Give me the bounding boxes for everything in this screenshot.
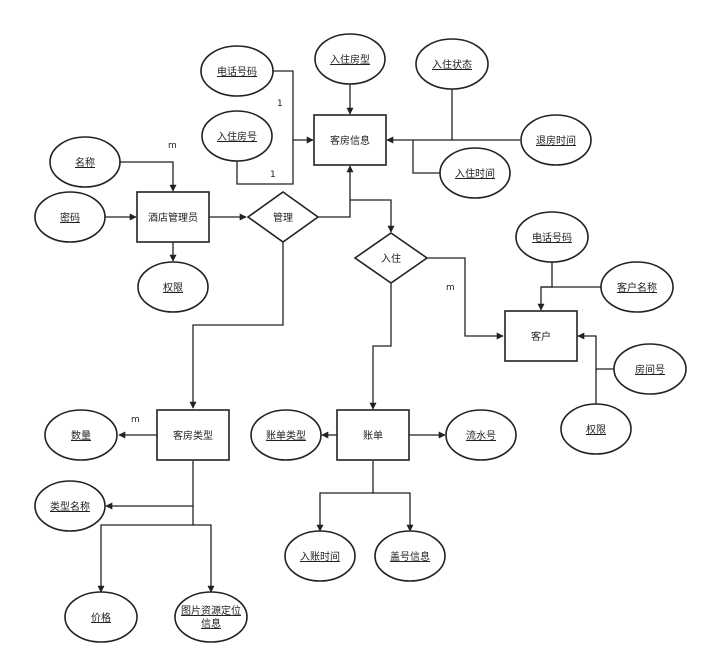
attr-image-label-line2: 信息	[201, 617, 221, 630]
attr-quantity: 数量	[44, 409, 118, 461]
edge-manage-roominfo	[318, 165, 354, 218]
attr-permission2: 权限	[560, 403, 632, 455]
attr-phone1-label: 电话号码	[217, 65, 257, 78]
attr-image-label-line1: 图片资源定位	[181, 604, 241, 617]
attr-room-no-in: 入住房号	[201, 110, 273, 162]
edge-checkin-customer	[427, 257, 504, 340]
edge-manage-roomtype	[189, 242, 284, 409]
attr-status-in-label: 入住状态	[432, 58, 472, 71]
edge-roomtype-price	[97, 506, 194, 593]
edges	[97, 70, 614, 593]
edge-phone1-roominfo	[273, 70, 314, 144]
attr-status-in: 入住状态	[415, 38, 489, 90]
attr-phone2: 电话号码	[515, 211, 589, 263]
attr-name: 名称	[49, 136, 121, 188]
edge-roomnumber-customer	[577, 332, 614, 370]
entity-room-type-label: 客房类型	[173, 429, 213, 442]
attr-checkin-time: 入住时间	[439, 147, 511, 199]
attr-account-time-label: 入账时间	[300, 550, 340, 563]
cardinality-m-checkin: m	[446, 283, 455, 293]
cardinality-m-admin: m	[168, 141, 177, 151]
attr-checkout-time: 退房时间	[520, 114, 592, 166]
entity-bill-label: 账单	[363, 430, 383, 442]
entity-hotel-admin-label: 酒店管理员	[148, 211, 198, 224]
entity-hotel-admin: 酒店管理员	[136, 191, 210, 243]
attr-password: 密码	[34, 191, 106, 243]
attr-customer-name-label: 客户名称	[617, 281, 657, 294]
attr-room-no-in-label: 入住房号	[217, 130, 257, 143]
edge-status-roominfo	[386, 89, 453, 144]
attr-checkin-time-label: 入住时间	[455, 167, 495, 180]
edge-checkin-bill	[369, 283, 392, 410]
relation-checkin: 入住	[353, 232, 429, 284]
entity-room-info: 客房信息	[313, 114, 387, 166]
attr-type-name-label: 类型名称	[50, 500, 90, 513]
attr-room-number-label: 房间号	[635, 363, 665, 376]
relation-checkin-label: 入住	[381, 252, 401, 265]
relation-manage: 管理	[246, 191, 320, 243]
attr-customer-name: 客户名称	[600, 261, 674, 313]
cardinality-1-bottom: 1	[270, 170, 276, 180]
attr-price: 价格	[64, 591, 138, 643]
edge-roomno-roominfo	[236, 140, 294, 185]
attr-seal-info: 盖号信息	[374, 530, 446, 582]
attr-serial-no-label: 流水号	[466, 429, 496, 442]
edge-checkintime-roominfo	[412, 140, 440, 174]
attr-room-number: 房间号	[613, 343, 687, 395]
entity-room-type: 客房类型	[156, 409, 230, 461]
edge-name-admin	[120, 161, 177, 192]
attr-password-label: 密码	[60, 211, 80, 224]
cardinality-1-top: 1	[277, 99, 283, 109]
entity-customer-label: 客户	[531, 330, 551, 343]
attr-permission2-label: 权限	[586, 423, 606, 436]
entity-room-info-label: 客房信息	[330, 134, 370, 147]
attr-phone2-label: 电话号码	[532, 231, 572, 244]
attr-serial-no: 流水号	[445, 409, 517, 461]
attr-name-label: 名称	[75, 156, 95, 169]
attr-checkout-time-label: 退房时间	[536, 134, 576, 147]
attr-seal-info-label: 盖号信息	[390, 550, 430, 563]
entity-customer: 客户	[504, 310, 578, 362]
attr-quantity-label: 数量	[71, 429, 91, 442]
attr-room-type-in: 入住房型	[314, 33, 386, 85]
attr-permission1-label: 权限	[163, 281, 183, 294]
attr-room-type-in-label: 入住房型	[330, 53, 370, 66]
edge-roomtype-image	[193, 524, 215, 593]
attr-bill-type-label: 账单类型	[266, 429, 306, 442]
attr-price-label: 价格	[91, 611, 111, 624]
cardinality-m-roomtype: m	[131, 415, 140, 425]
edge-bill-seal	[373, 492, 414, 532]
edge-roomtype-typename	[105, 461, 194, 510]
attr-type-name: 类型名称	[34, 480, 106, 532]
edge-phone2-customer	[537, 262, 553, 311]
entity-bill: 账单	[336, 409, 410, 461]
edge-bill-accounttime	[316, 461, 374, 532]
attr-bill-type: 账单类型	[250, 409, 322, 461]
attr-account-time: 入账时间	[284, 530, 356, 582]
attr-permission1: 权限	[137, 261, 209, 313]
attr-phone1: 电话号码	[200, 45, 274, 97]
relation-manage-label: 管理	[273, 211, 293, 224]
edge-roominfo-checkin	[350, 199, 395, 233]
attr-image: 图片资源定位 信息	[174, 591, 248, 643]
